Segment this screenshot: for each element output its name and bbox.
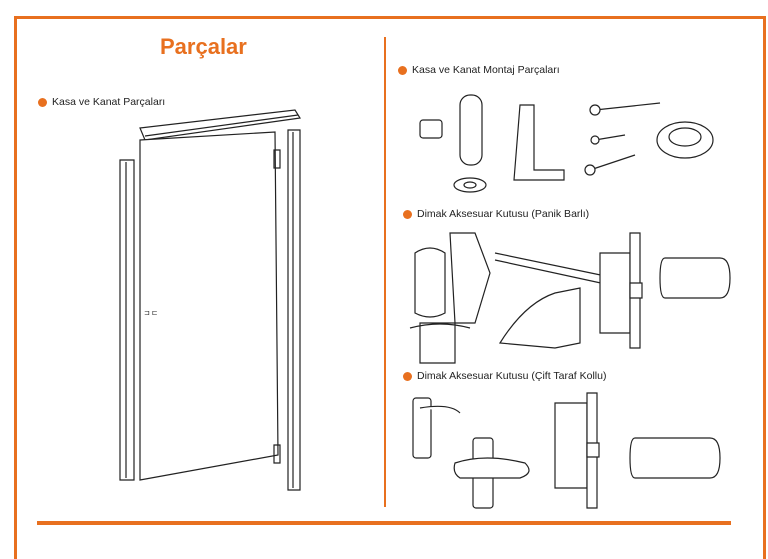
bullet-icon bbox=[398, 65, 407, 75]
svg-text:⊐ ⊏: ⊐ ⊏ bbox=[144, 310, 158, 317]
mortise-lock-icon bbox=[555, 403, 587, 488]
handle-plate-icon bbox=[413, 398, 431, 458]
cylinder-icon bbox=[630, 438, 720, 478]
panic-bar-icon bbox=[495, 253, 615, 278]
section-heading-frame-parts: Kasa ve Kanat Parçaları bbox=[38, 96, 165, 108]
lever-handle-icon bbox=[410, 323, 470, 363]
door-frame-illustration: ⊐ ⊏ bbox=[110, 110, 310, 500]
bullet-icon bbox=[403, 371, 412, 381]
section-heading-mounting-parts: Kasa ve Kanat Montaj Parçaları bbox=[398, 64, 560, 76]
mortise-lock-icon bbox=[600, 253, 630, 333]
screw-long-icon bbox=[595, 103, 660, 110]
pin-icon bbox=[460, 95, 482, 165]
double-handle-kit-illustration bbox=[405, 393, 745, 518]
section-label: Kasa ve Kanat Montaj Parçaları bbox=[412, 64, 560, 76]
section-label: Dimak Aksesuar Kutusu (Panik Barlı) bbox=[417, 208, 590, 220]
cylinder-icon bbox=[660, 258, 730, 298]
footer-rule bbox=[37, 521, 731, 525]
mounting-parts-illustration bbox=[410, 85, 720, 200]
panic-handle-icon bbox=[500, 288, 580, 348]
panic-bar-kit-illustration bbox=[405, 228, 745, 363]
bullet-icon bbox=[403, 209, 412, 219]
screw-icon bbox=[420, 120, 442, 138]
section-label: Dimak Aksesuar Kutusu (Çift Taraf Kollu) bbox=[417, 370, 607, 382]
page-frame bbox=[14, 16, 766, 559]
bullet-icon bbox=[38, 97, 47, 107]
panic-mechanism-icon bbox=[450, 233, 490, 323]
section-heading-double-handle-kit: Dimak Aksesuar Kutusu (Çift Taraf Kollu) bbox=[403, 370, 606, 382]
section-heading-panic-bar-kit: Dimak Aksesuar Kutusu (Panik Barlı) bbox=[403, 208, 589, 220]
page-title: Parçalar bbox=[160, 34, 247, 59]
column-divider bbox=[384, 37, 386, 507]
end-cap-icon bbox=[415, 248, 445, 317]
section-label: Kasa ve Kanat Parçaları bbox=[52, 96, 166, 108]
bracket-icon bbox=[514, 105, 564, 180]
